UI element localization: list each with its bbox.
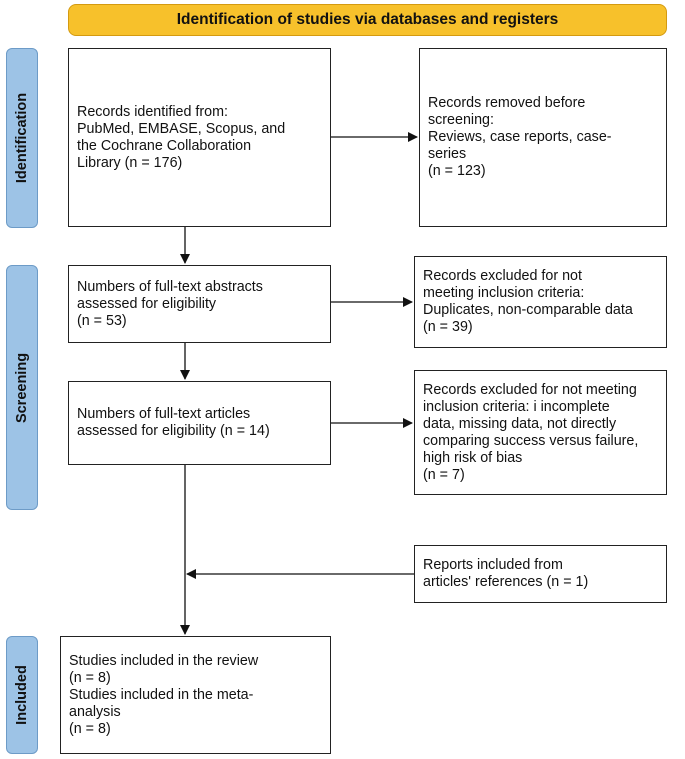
- articles-assessed-box: Numbers of full-text articles assessed f…: [68, 381, 331, 465]
- records-excluded-1-box: Records excluded for not meeting inclusi…: [414, 256, 667, 348]
- records-removed-box: Records removed before screening: Review…: [419, 48, 667, 227]
- reports-included-box: Reports included from articles' referenc…: [414, 545, 667, 603]
- diagram-header: Identification of studies via databases …: [68, 4, 667, 36]
- reports-included-text: Reports included from articles' referenc…: [423, 557, 589, 590]
- abstracts-assessed-box: Numbers of full-text abstracts assessed …: [68, 265, 331, 343]
- abstracts-assessed-text: Numbers of full-text abstracts assessed …: [77, 278, 263, 329]
- phase-included: Included: [6, 636, 38, 754]
- records-excluded-2-box: Records excluded for not meeting inclusi…: [414, 370, 667, 495]
- records-excluded-2-text: Records excluded for not meeting inclusi…: [423, 381, 639, 483]
- records-excluded-1-text: Records excluded for not meeting inclusi…: [423, 268, 633, 335]
- phase-screening: Screening: [6, 265, 38, 510]
- records-removed-text: Records removed before screening: Review…: [428, 95, 612, 179]
- phase-identification: Identification: [6, 48, 38, 228]
- records-identified-box: Records identified from: PubMed, EMBASE,…: [68, 48, 331, 227]
- records-identified-text: Records identified from: PubMed, EMBASE,…: [77, 103, 286, 171]
- studies-included-text: Studies included in the review (n = 8) S…: [69, 652, 259, 737]
- articles-assessed-text: Numbers of full-text articles assessed f…: [77, 406, 270, 439]
- studies-included-box: Studies included in the review (n = 8) S…: [60, 636, 331, 754]
